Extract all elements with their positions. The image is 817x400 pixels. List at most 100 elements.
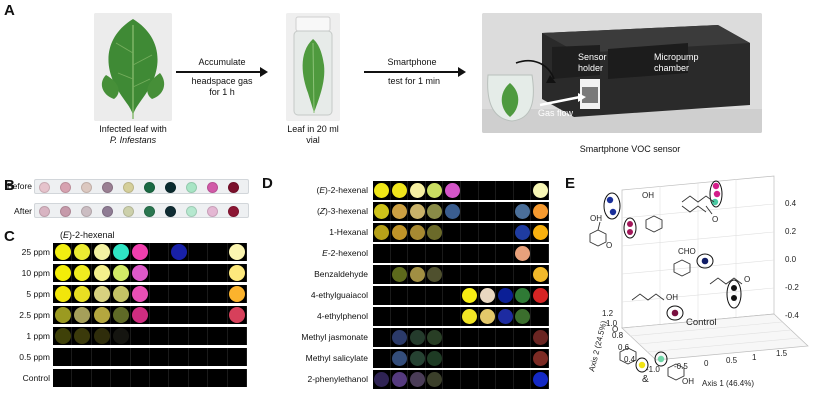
- micropump-label-line2: chamber: [654, 63, 690, 73]
- sensor-cell: [189, 264, 209, 282]
- voc-label-isomer: E: [322, 248, 328, 258]
- sensor-cell: [53, 369, 73, 387]
- sensor-spot: [60, 182, 71, 193]
- strip-label-after: After: [14, 206, 32, 216]
- sensor-strip-before: [34, 179, 249, 194]
- sensor-spot: [207, 206, 218, 217]
- sensor-spot: [144, 182, 155, 193]
- sensor-cell: [514, 223, 532, 242]
- sensor-cell: [461, 244, 479, 263]
- voc-label-isomer: E: [319, 185, 325, 195]
- sensor-response-spot: [427, 225, 443, 240]
- axis2-tick: 1.2: [602, 309, 614, 318]
- sensor-response-spot: [93, 307, 110, 323]
- sensor-cell: [531, 244, 549, 263]
- sensor-cell: [461, 265, 479, 284]
- sensor-response-spot: [54, 244, 71, 260]
- sensor-cell: [53, 243, 73, 261]
- molecule-ampersand: &: [642, 374, 649, 385]
- voc-label-prefix: (: [316, 185, 320, 195]
- sensor-spot: [144, 206, 155, 217]
- pca-axis3-ticks: 0.4 0.2 0.0 -0.2 -0.4: [785, 199, 799, 320]
- voc-row: [373, 370, 549, 389]
- molecule-o-label: O: [612, 325, 618, 334]
- sensor-cell: [426, 202, 444, 221]
- molecule-oh-label: OH: [642, 191, 654, 200]
- sensor-spot: [60, 206, 71, 217]
- sensor-response-spot: [515, 288, 531, 303]
- sensor-response-spot: [391, 267, 407, 282]
- voc-label-prefix: (: [316, 206, 320, 216]
- sensor-cell: [150, 285, 170, 303]
- cluster-green-point: [657, 355, 665, 363]
- sensor-response-spot: [391, 225, 407, 240]
- sensor-cell: [228, 285, 247, 303]
- voc-row-label: 2-phenylethanol: [262, 370, 369, 389]
- sensor-response-spot: [229, 265, 246, 281]
- voc-label-name: 2-phenylethanol: [307, 374, 369, 384]
- concentration-row-label: 2.5 ppm: [19, 310, 50, 320]
- sensor-cell: [443, 265, 461, 284]
- sensor-cell: [373, 181, 391, 200]
- sensor-response-spot: [427, 267, 443, 282]
- sensor-cell: [373, 328, 391, 347]
- sensor-cell: [531, 328, 549, 347]
- sensor-response-spot: [112, 265, 129, 281]
- sensor-cell: [373, 265, 391, 284]
- sensor-response-spot: [74, 244, 91, 260]
- sensor-cell: [461, 349, 479, 368]
- sensor-cell: [228, 306, 247, 324]
- sensor-cell: [408, 370, 426, 389]
- sensor-cell: [373, 349, 391, 368]
- molecule-oh-label: OH: [666, 293, 678, 302]
- sensor-cell: [228, 264, 247, 282]
- sensor-cell: [531, 265, 549, 284]
- pathogen-name: P. Infestans: [109, 135, 157, 145]
- sensor-spot: [186, 206, 197, 217]
- sensor-response-spot: [374, 372, 390, 387]
- sensor-response-spot: [54, 265, 71, 281]
- sensor-cell: [189, 243, 209, 261]
- sensor-cell: [72, 243, 92, 261]
- smartphone-label-bottom: test for 1 min: [387, 76, 441, 86]
- axis1-tick: 0.5: [726, 356, 738, 365]
- sensor-response-spot: [54, 328, 71, 344]
- sensor-cell: [443, 244, 461, 263]
- sensor-cell: [531, 202, 549, 221]
- smartphone-sensor-photo: [482, 13, 762, 133]
- sensor-cell: [514, 370, 532, 389]
- sensor-cell: [72, 306, 92, 324]
- sensor-cell: [92, 243, 112, 261]
- sensor-cell: [514, 307, 532, 326]
- axis2-tick: 1.0: [606, 319, 618, 328]
- sensor-response-spot: [229, 244, 246, 260]
- sensor-cell: [92, 369, 112, 387]
- sensor-cell: [169, 348, 189, 366]
- sensor-cell: [92, 327, 112, 345]
- sensor-response-spot: [132, 244, 149, 260]
- sensor-response-spot: [515, 309, 531, 324]
- sensor-cell: [111, 264, 131, 282]
- sensor-spot: [165, 206, 176, 217]
- sensor-cell: [408, 202, 426, 221]
- sensor-response-spot: [444, 183, 460, 198]
- pca-control-label: Control: [686, 317, 717, 328]
- axis2-tick: 0.4: [624, 355, 636, 364]
- cluster-teal-point: [711, 198, 719, 206]
- sensor-response-spot: [409, 183, 425, 198]
- sensor-spot: [81, 182, 92, 193]
- sensor-cell: [514, 349, 532, 368]
- cluster-navy-ellipse: [696, 253, 714, 269]
- sensor-spot: [186, 182, 197, 193]
- sensor-cell: [426, 328, 444, 347]
- sensor-cell: [391, 328, 409, 347]
- sensor-cell: [426, 286, 444, 305]
- axis1-tick: 0: [704, 359, 709, 368]
- axis1-tick: 1: [752, 353, 757, 362]
- sensor-cell: [150, 348, 170, 366]
- sensor-cell: [496, 328, 514, 347]
- sensor-cell: [408, 223, 426, 242]
- sensor-cell: [228, 348, 247, 366]
- sensor-cell: [531, 181, 549, 200]
- sensor-spot: [39, 206, 50, 217]
